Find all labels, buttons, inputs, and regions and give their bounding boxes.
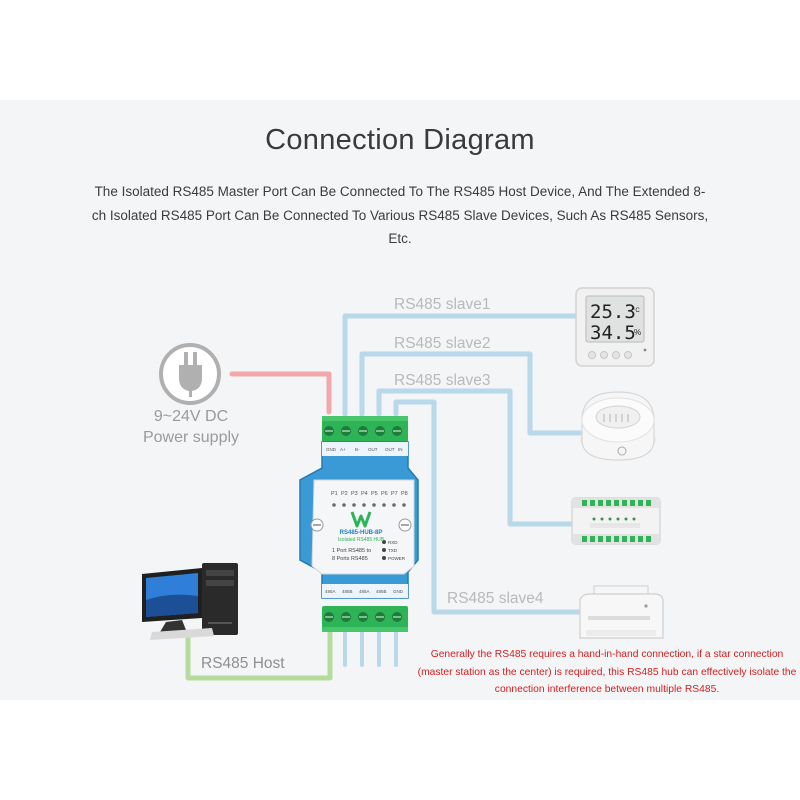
svg-text:485B: 485B (376, 589, 387, 594)
power-wire (229, 371, 332, 415)
host-wire (185, 630, 333, 681)
indicator-txd: TXD (388, 548, 398, 553)
port-label-p8: P8 (401, 491, 408, 497)
slave4-label: RS485 slave4 (447, 590, 544, 607)
sensor-temperature-unit: °C (633, 308, 640, 314)
port-label-p3: P3 (351, 491, 358, 497)
svg-text:A+: A+ (340, 447, 346, 452)
slave2-wire (359, 351, 583, 436)
page-description: The Isolated RS485 Master Port Can Be Co… (91, 184, 709, 246)
temperature-humidity-sensor: 25.3 °C 34.5 % (575, 287, 655, 367)
port-label-p5: P5 (371, 491, 378, 497)
device-subtitle: Isolated RS485 HUB (338, 537, 385, 543)
port-label-p2: P2 (341, 491, 348, 497)
slave4-wire (393, 399, 581, 615)
device-model: RS485-HUB-8P (340, 530, 383, 536)
svg-text:485A: 485A (359, 589, 370, 594)
port-label-p1: P1 (331, 491, 338, 497)
sensor-humidity-unit: % (634, 328, 641, 337)
svg-text:OUT: OUT (368, 447, 378, 452)
top-terminal-block (322, 416, 408, 442)
svg-text:485B: 485B (342, 589, 353, 594)
svg-text:OUT: OUT (385, 447, 395, 452)
indicator-power: POWER (388, 556, 406, 561)
power-supply-label: 9~24V DC Power supply (130, 406, 252, 448)
svg-text:GND: GND (393, 589, 404, 594)
svg-text:B-: B- (355, 447, 360, 452)
page-title: Connection Diagram (265, 124, 535, 156)
device-desc-line1: 1 Port RS485 to (332, 548, 371, 554)
port-label-p4: P4 (361, 491, 368, 497)
printer (579, 585, 664, 639)
slave1-label: RS485 slave1 (394, 296, 491, 313)
svg-text:GND: GND (326, 447, 337, 452)
slave3-wire (376, 388, 573, 527)
power-voltage: 9~24V DC (153, 408, 229, 425)
bottom-terminal-block (322, 606, 408, 632)
din-relay-module (571, 497, 661, 545)
slave1-wire (342, 313, 578, 417)
host-computer (142, 563, 238, 640)
sensor-temperature-value: 25.3 (590, 301, 636, 323)
host-label: RS485 Host (201, 655, 285, 672)
device-desc-line2: 8 Ports RS485 (332, 556, 368, 562)
power-plug-icon (159, 343, 221, 405)
port-label-p7: P7 (391, 491, 398, 497)
power-caption: Power supply (142, 429, 240, 446)
smoke-detector (580, 391, 656, 461)
svg-text:IN: IN (398, 447, 403, 452)
svg-text:485A: 485A (325, 589, 336, 594)
indicator-rxd: RXD (388, 540, 398, 545)
slave2-label: RS485 slave2 (394, 335, 491, 352)
port-label-p6: P6 (381, 491, 388, 497)
sensor-humidity-value: 34.5 (590, 322, 636, 344)
slave3-label: RS485 slave3 (394, 372, 491, 389)
star-connection-note: Generally the RS485 requires a hand-in-h… (417, 649, 797, 695)
brand-logo (350, 511, 372, 528)
